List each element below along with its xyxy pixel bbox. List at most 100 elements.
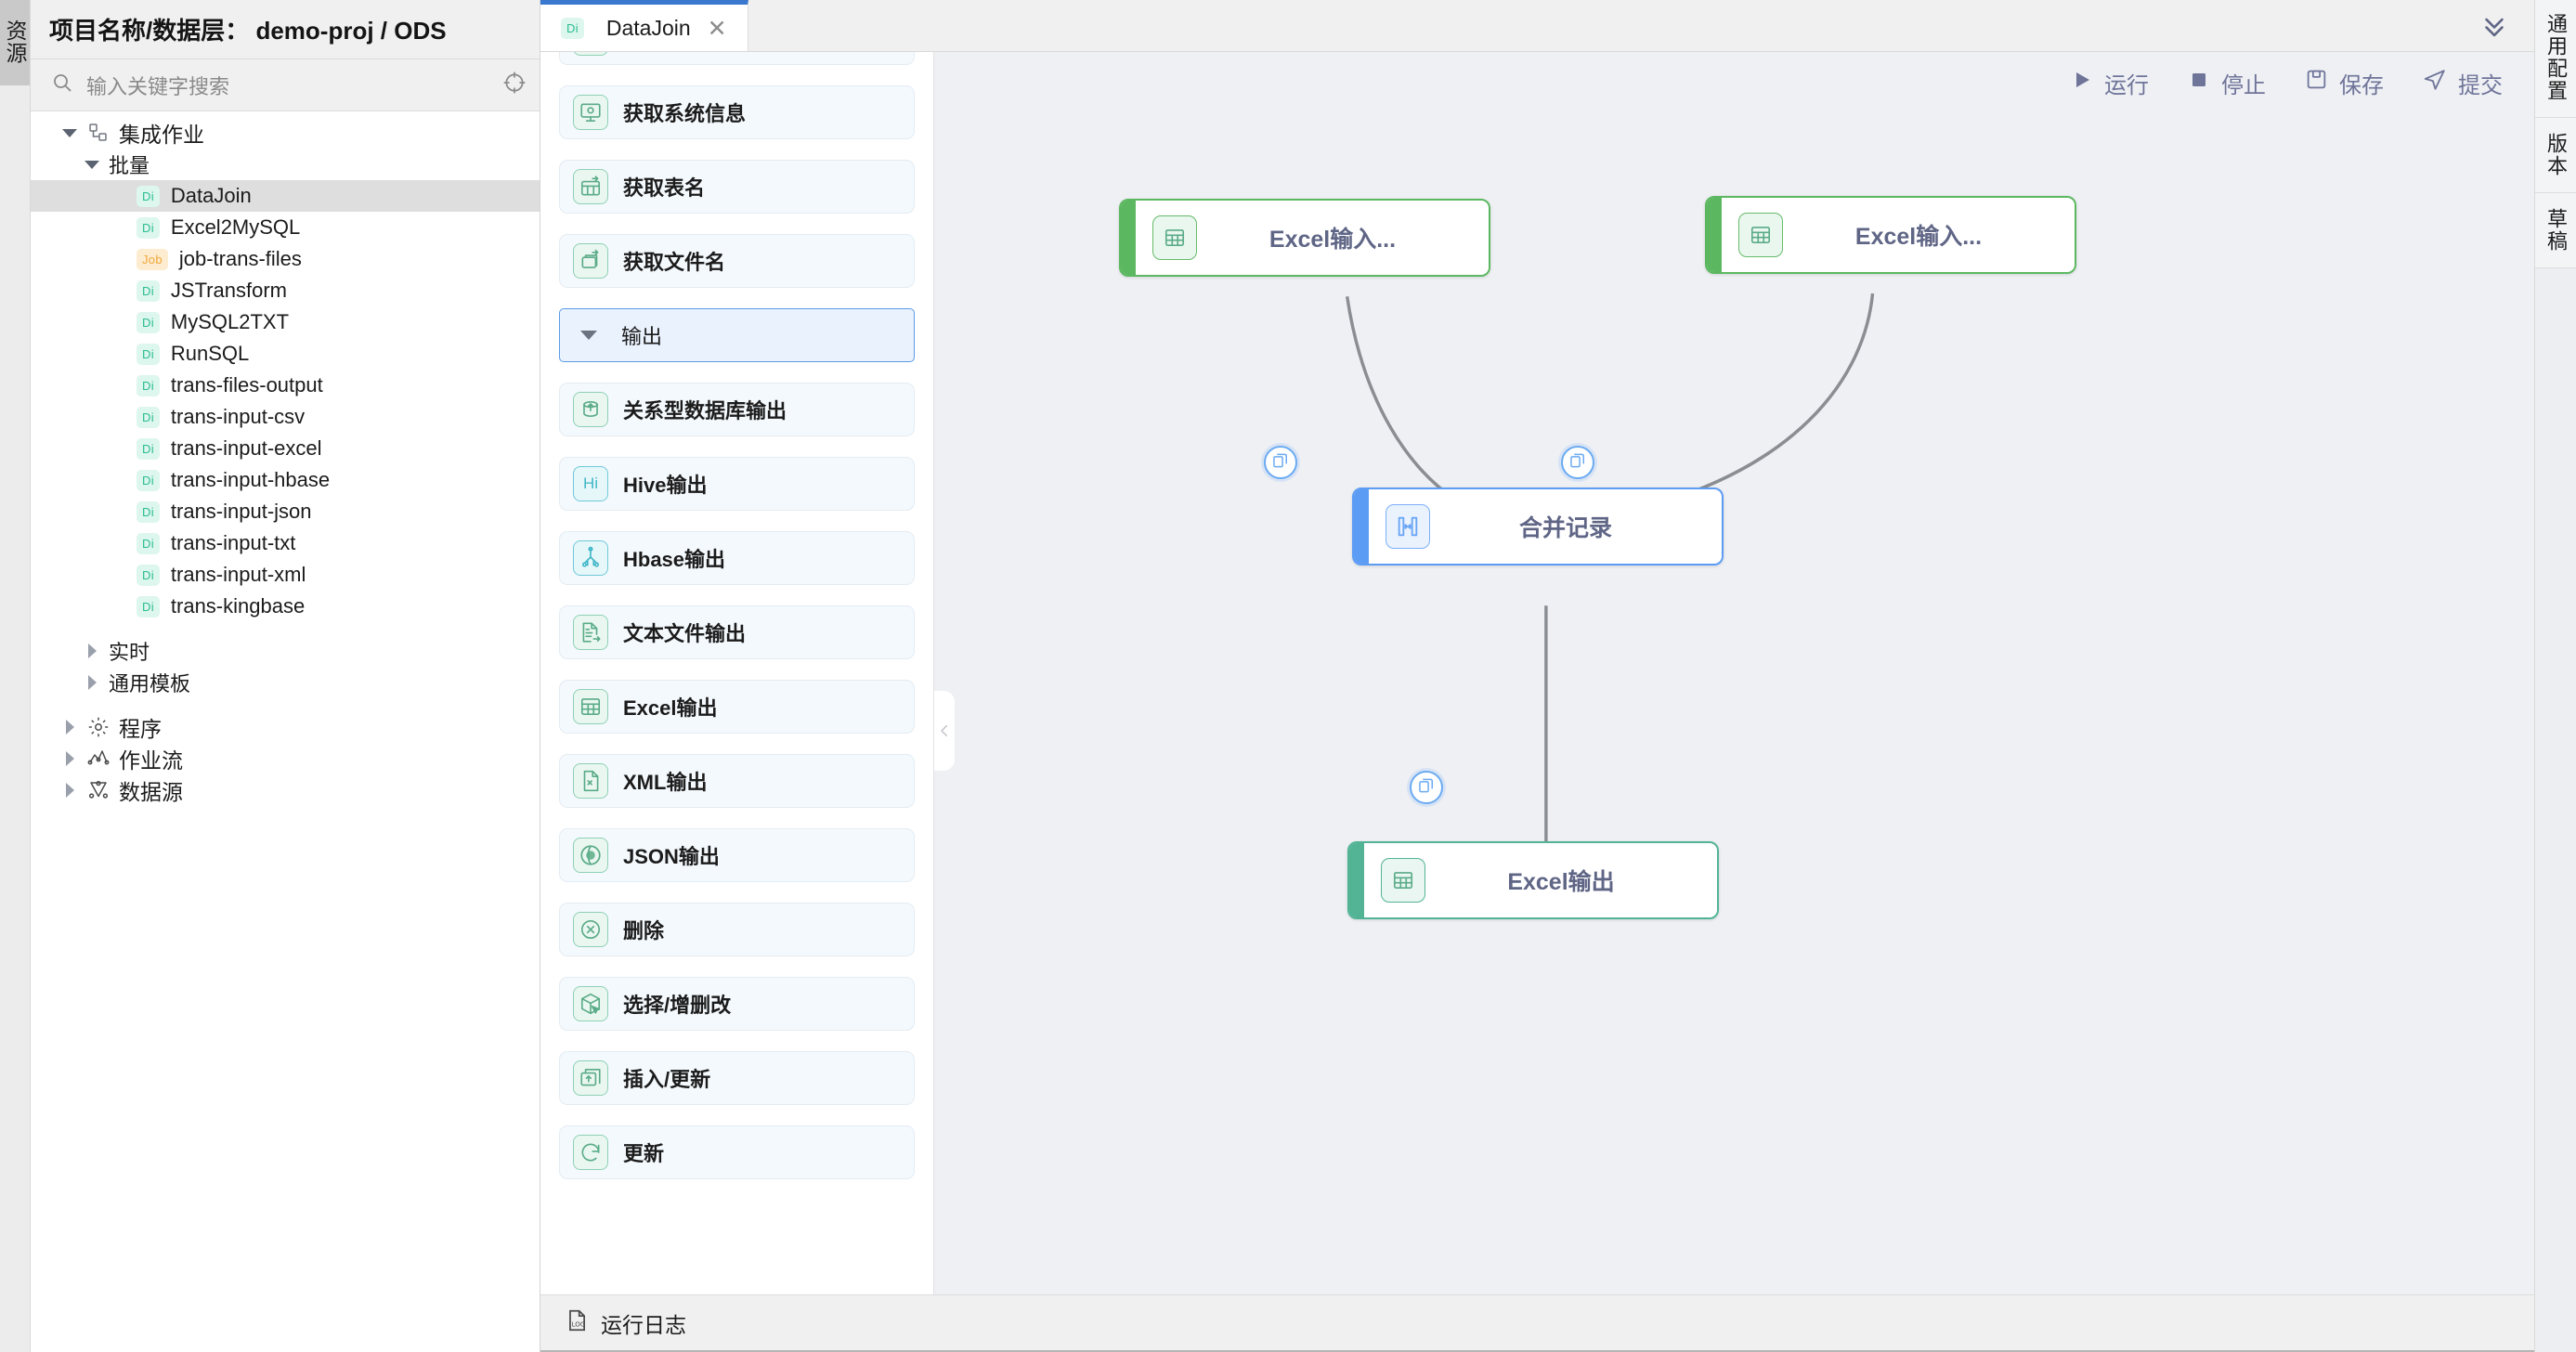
caret-spacer [111,281,129,300]
palette-item-获取文件名[interactable]: 获取文件名 [559,234,915,288]
search-placeholder: 输入关键字搜索 [86,74,230,98]
node-accent-bar [1707,198,1722,272]
run-button[interactable]: 运行 [2071,67,2149,99]
palette-item-选择/增删改[interactable]: 选择/增删改 [559,977,915,1031]
palette-item-获取系统信息[interactable]: 获取系统信息 [559,85,915,139]
search-input[interactable]: 输入关键字搜索 [51,71,489,100]
tree-item-程序[interactable]: 程序 [31,711,540,743]
palette-item-Excel输出[interactable]: Excel输出 [559,680,915,734]
palette-item-XML输出[interactable]: XML输出 [559,754,915,808]
palette-item-label: 关系型数据库输出 [623,399,787,422]
node-accent-bar [1349,843,1364,917]
tree-item-数据源[interactable]: 数据源 [31,774,540,806]
palette-item-label: JSON输出 [623,845,720,868]
tree-item-作业流[interactable]: 作业流 [31,743,540,774]
flow-node-Excel输入[interactable]: Excel输入... [1119,199,1490,277]
tree-item-实时[interactable]: 实时 [31,635,540,667]
flow-node-合并记录[interactable]: 合并记录 [1352,488,1724,566]
palette-item-更新[interactable]: 更新 [559,1125,915,1179]
caret-right-icon[interactable] [83,673,101,692]
caret-spacer [111,439,129,458]
palette-item-文本文件输出[interactable]: 文本文件输出 [559,605,915,659]
cube-select-icon [573,986,608,1021]
palette-item-生成随机数[interactable]: 生成随机数 [559,52,915,65]
palette-item-获取表名[interactable]: 获取表名 [559,160,915,214]
node-body: Excel输入... [1722,198,2075,272]
submit-button[interactable]: 提交 [2423,67,2503,99]
palette-item-label: Hbase输出 [623,548,726,571]
sitemap-icon [86,121,111,145]
right-rail-tab-通用配置[interactable]: 通用配置 [2535,0,2576,118]
caret-down-icon[interactable] [83,155,101,174]
palette-collapse-handle[interactable] [934,691,955,771]
tree-item-label: job-trans-files [178,247,302,270]
caret-spacer [111,376,129,395]
run-log-bar[interactable]: LOG 运行日志 [540,1294,2534,1352]
database-out-icon [573,392,608,427]
palette-item-Hbase输出[interactable]: Hbase输出 [559,531,915,585]
tree-item-批量[interactable]: 批量 [31,149,540,180]
run-label: 运行 [2104,72,2149,98]
palette-section-label: 输出 [621,325,663,348]
tabbar-spacer [748,0,2454,51]
save-button[interactable]: 保存 [2305,67,2384,99]
caret-right-icon[interactable] [60,718,79,736]
palette-item-关系型数据库输出[interactable]: 关系型数据库输出 [559,383,915,436]
tab-datajoin[interactable]: Di DataJoin ✕ [540,0,748,51]
palette-item-删除[interactable]: 删除 [559,903,915,956]
stop-button[interactable]: 停止 [2188,67,2266,99]
palette-item-插入/更新[interactable]: 插入/更新 [559,1051,915,1105]
node-body: 合并记录 [1369,489,1722,564]
tree-item-通用模板[interactable]: 通用模板 [31,667,540,698]
copy-icon [1568,451,1587,474]
palette-item-JSON输出[interactable]: JSON输出 [559,828,915,882]
flow-node-Excel输入[interactable]: Excel输入... [1705,196,2076,274]
merge-icon [1386,504,1430,549]
caret-down-icon[interactable] [60,124,79,142]
palette-section-输出[interactable]: 输出 [559,308,915,362]
tree-item-label: trans-input-excel [170,436,322,460]
crosshair-target-icon[interactable] [502,71,527,99]
flow-canvas[interactable]: 运行 停止 [934,52,2534,1294]
sidebar-search-bar[interactable]: 输入关键字搜索 [31,59,540,111]
edge-marker-1[interactable] [1264,446,1297,479]
right-rail-tab-草稿[interactable]: 草稿 [2535,193,2576,268]
caret-right-icon[interactable] [83,642,101,660]
page-title: 项目名称/数据层： demo-proj / ODS [49,17,447,45]
stop-label: 停止 [2221,72,2266,98]
caret-down-icon[interactable] [580,331,597,340]
tree-item-集成作业[interactable]: 集成作业 [31,117,540,149]
right-rail-tab-版本[interactable]: 版本 [2535,118,2576,193]
tree-item-label: 批量 [109,154,150,177]
save-icon [2305,68,2328,98]
tree-item-label: trans-input-csv [170,405,306,428]
submit-label: 提交 [2458,72,2503,98]
caret-right-icon[interactable] [60,749,79,768]
edge-marker-3[interactable] [1410,771,1443,804]
rail-tab-resource[interactable]: 资源 [0,0,30,85]
caret-right-icon[interactable] [60,781,79,800]
palette-item-label: 插入/更新 [623,1068,711,1091]
node-label: Excel输入... [1854,224,1983,250]
edge-marker-2[interactable] [1561,446,1594,479]
copy-icon [1417,776,1436,800]
flow-node-Excel输出[interactable]: Excel输出 [1347,841,1719,919]
close-icon[interactable]: ✕ [707,14,727,42]
double-chevron-down-icon[interactable] [2454,0,2534,51]
